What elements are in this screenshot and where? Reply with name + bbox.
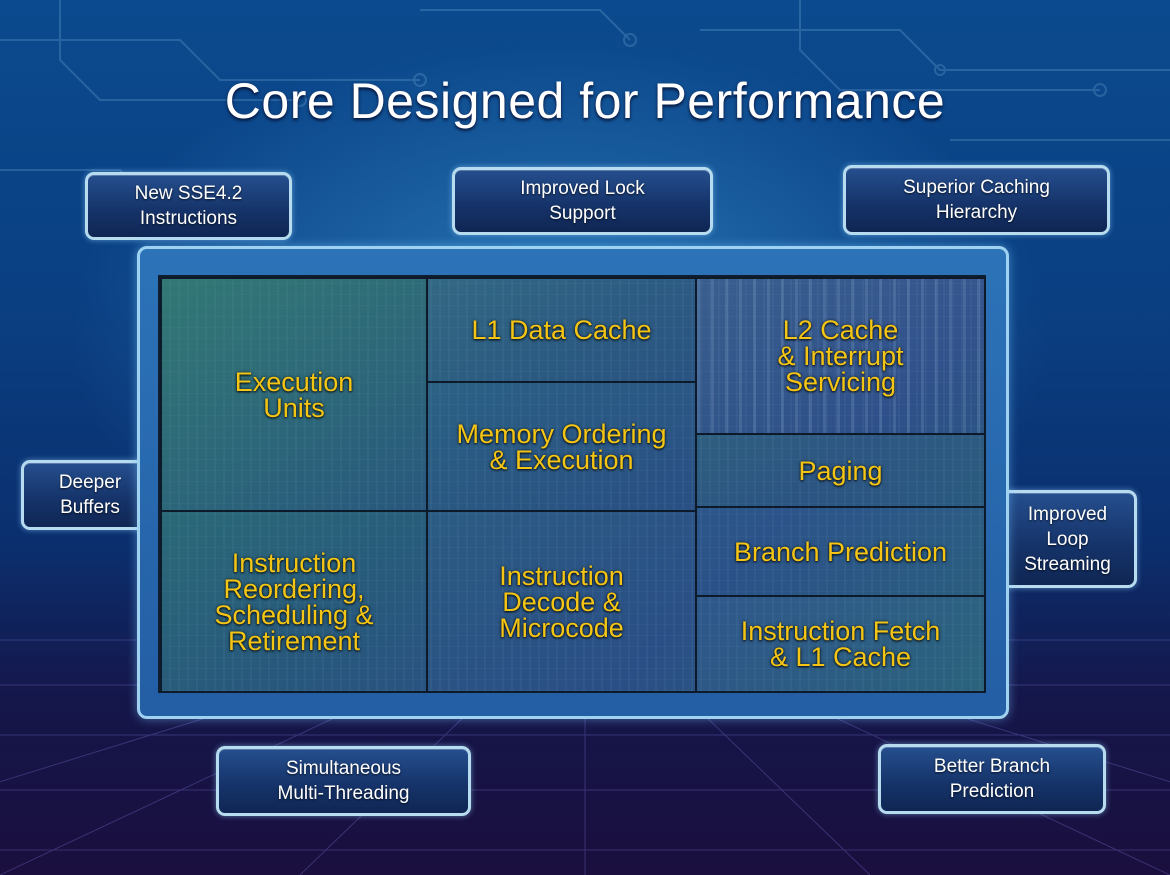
block-paging: Paging xyxy=(695,433,986,508)
block-l1-data-cache: L1 Data Cache xyxy=(426,277,697,383)
block-memory-ordering: Memory Ordering & Execution xyxy=(426,381,697,512)
block-execution-units: Execution Units xyxy=(160,277,428,512)
callout-lock: Improved Lock Support xyxy=(452,167,713,235)
slide-title: Core Designed for Performance xyxy=(224,73,946,129)
callout-sse42: New SSE4.2 Instructions xyxy=(85,172,292,240)
die-shot: Execution Units L1 Data Cache L2 Cache &… xyxy=(158,275,986,693)
callout-buffers: Deeper Buffers xyxy=(21,460,159,530)
callout-caching: Superior Caching Hierarchy xyxy=(843,165,1110,235)
callout-smt: Simultaneous Multi-Threading xyxy=(216,746,471,816)
block-instruction-reordering: Instruction Reordering, Scheduling & Ret… xyxy=(160,510,428,693)
callout-loop: Improved Loop Streaming xyxy=(998,490,1137,588)
block-branch-prediction: Branch Prediction xyxy=(695,506,986,597)
block-instruction-fetch: Instruction Fetch & L1 Cache xyxy=(695,595,986,693)
block-instruction-decode: Instruction Decode & Microcode xyxy=(426,510,697,693)
callout-branch: Better Branch Prediction xyxy=(878,744,1106,814)
block-l2-cache: L2 Cache & Interrupt Servicing xyxy=(695,277,986,435)
